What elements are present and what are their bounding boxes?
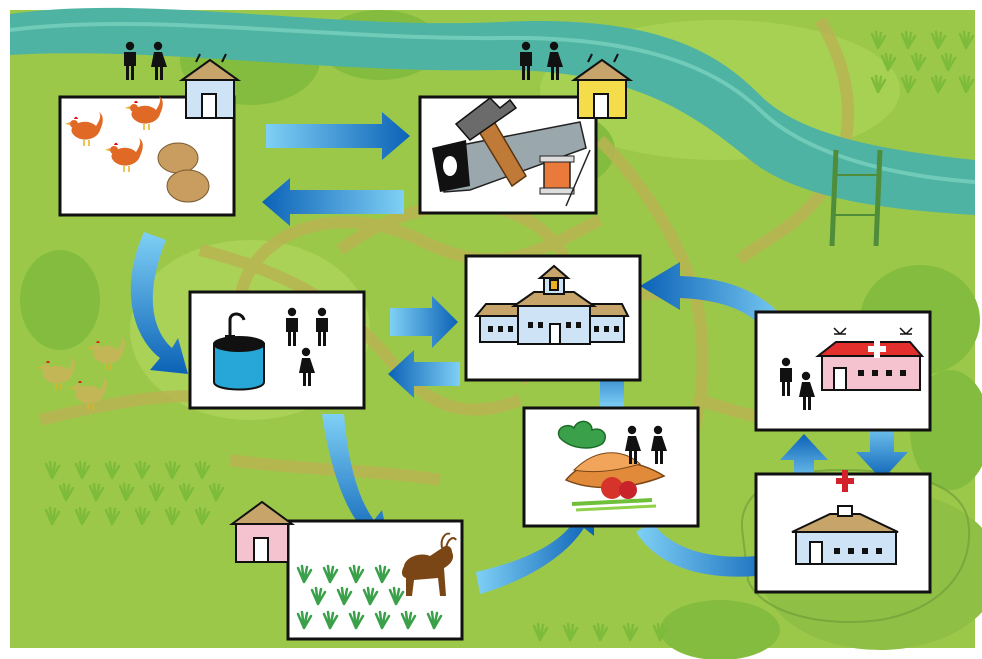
- vegetables-icon: [557, 420, 666, 512]
- arrow-poultry-to-well: [130, 232, 188, 374]
- house-icon: [570, 53, 634, 119]
- arrow-school-to-well: [388, 350, 460, 398]
- node-vegetable-market: [522, 406, 700, 528]
- house-icon: [178, 53, 242, 119]
- node-tools-household: [418, 41, 634, 215]
- node-water-well: [188, 290, 366, 410]
- node-health-clinic: [754, 310, 932, 432]
- node-school: [464, 254, 642, 382]
- school-building-icon: [473, 264, 630, 345]
- arrow-well-to-school: [390, 296, 458, 348]
- node-farm-household: [228, 500, 464, 641]
- node-church: [754, 470, 932, 594]
- bridge: [829, 149, 883, 247]
- arrow-poultry-to-tools: [266, 112, 410, 160]
- arrow-well-to-farm: [322, 414, 390, 548]
- arrow-farm-to-market: [476, 500, 594, 594]
- arrow-clinic-to-school: [640, 262, 792, 342]
- arrow-clinic-to-church: [856, 420, 908, 480]
- egg-icon: [157, 142, 210, 203]
- house-icon: [228, 500, 296, 563]
- arrow-church-to-clinic: [780, 434, 828, 486]
- goat-icon: [402, 532, 457, 596]
- well-icon: [213, 312, 265, 391]
- clinic-icon: [815, 327, 925, 391]
- thread-spool-icon: [539, 149, 591, 207]
- hammer-icon: [454, 97, 527, 188]
- node-poultry-household: [58, 41, 242, 217]
- arrow-market-to-church: [636, 522, 786, 588]
- river: [9, 7, 976, 247]
- arrow-tools-to-poultry: [262, 178, 404, 226]
- church-icon: [791, 470, 899, 565]
